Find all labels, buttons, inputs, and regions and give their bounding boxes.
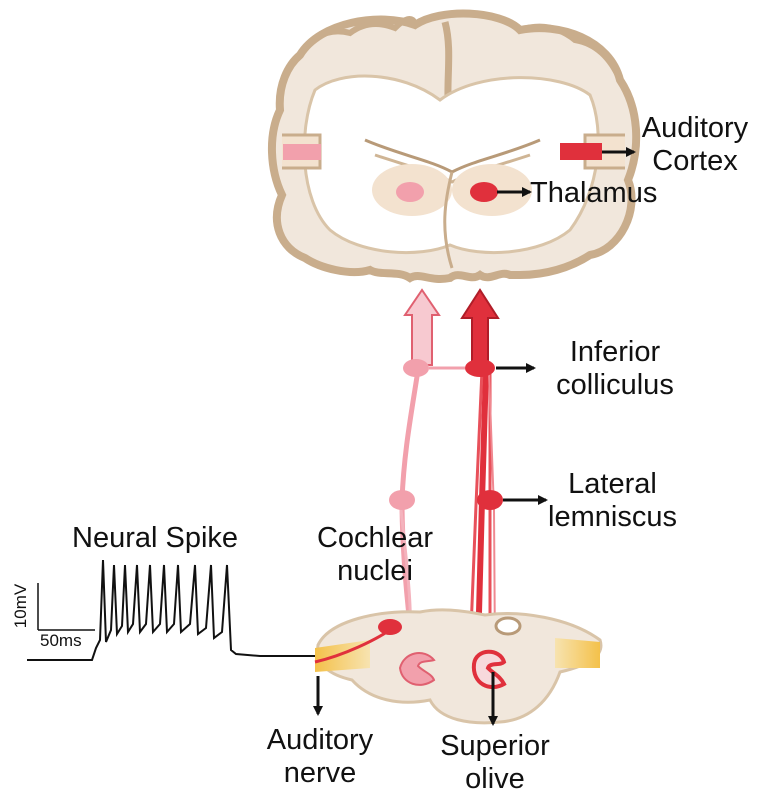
label-inferior-colliculus: Inferior colliculus xyxy=(530,336,700,402)
thalamus-right-marker xyxy=(470,182,498,202)
label-neural-spike: Neural Spike xyxy=(72,522,272,555)
lateral-lemniscus-right-marker xyxy=(477,490,503,510)
auditory-pathway xyxy=(389,290,503,662)
arrow-light-up xyxy=(405,290,439,365)
label-superior-olive: Superior olive xyxy=(420,730,570,796)
brainstem-section xyxy=(315,610,601,723)
label-cochlear-nuclei: Cochlear nuclei xyxy=(300,522,450,588)
lateral-lemniscus-left-marker xyxy=(389,490,415,510)
brain-coronal-section xyxy=(272,14,636,279)
label-auditory-nerve: Auditory nerve xyxy=(250,724,390,790)
scale-time-label: 50ms xyxy=(40,631,82,651)
cochlear-nucleus-marker xyxy=(378,619,402,635)
label-lateral-lemniscus: Lateral lemniscus xyxy=(530,468,695,534)
scale-voltage-label: 10mV xyxy=(11,581,31,631)
auditory-nerve-right xyxy=(555,638,600,668)
auditory-cortex-right-marker xyxy=(560,143,602,160)
scale-bar xyxy=(38,583,95,630)
label-thalamus: Thalamus xyxy=(530,177,680,210)
arrow-dark-up xyxy=(462,290,498,368)
inferior-colliculus-left-marker xyxy=(403,359,429,377)
label-auditory-cortex: Auditory Cortex xyxy=(632,112,758,178)
inferior-colliculus-right-marker xyxy=(465,359,495,377)
auditory-cortex-left-marker xyxy=(283,144,321,160)
thalamus-left-marker xyxy=(396,182,424,202)
